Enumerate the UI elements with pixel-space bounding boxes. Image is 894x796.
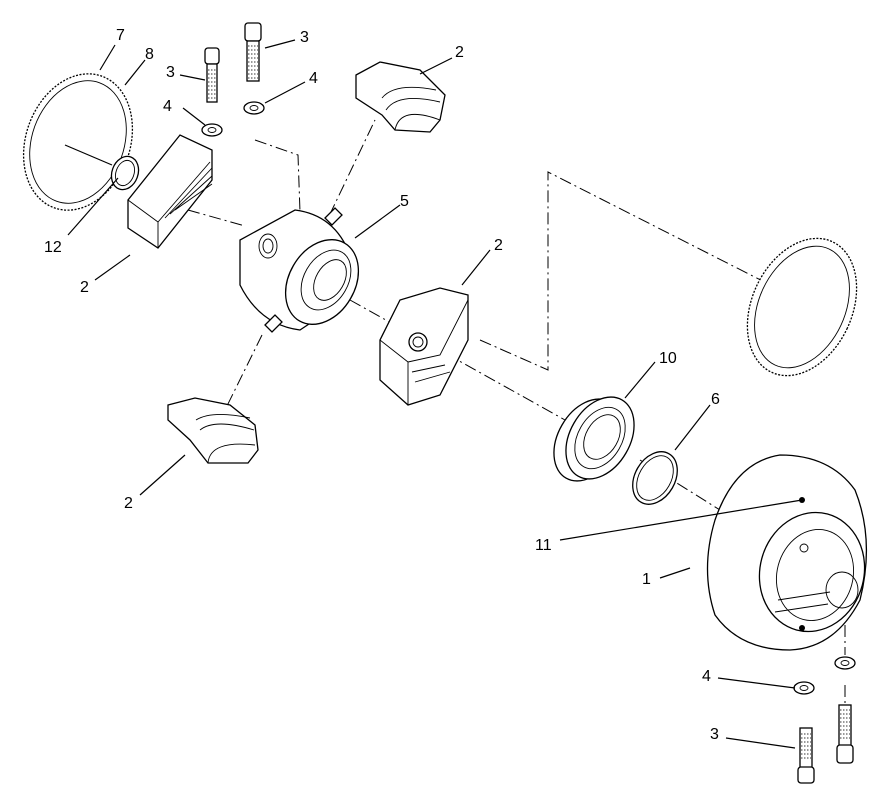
callout-1: 1 — [642, 571, 651, 588]
callout-7: 7 — [116, 27, 125, 44]
segment-block-top — [355, 61, 446, 133]
callout-12: 12 — [44, 239, 62, 256]
callout-2-middle: 2 — [494, 237, 503, 254]
callout-4-bottom: 4 — [702, 668, 711, 685]
cap-screw-top-left — [204, 47, 220, 103]
washer-bottom-right — [834, 656, 856, 670]
assembly-centerlines — [187, 119, 846, 708]
leader-lines — [67, 39, 803, 749]
bearing-10 — [553, 396, 635, 482]
segment-block-middle — [379, 287, 469, 406]
washer-top-left — [201, 123, 223, 137]
callout-3-top-right: 3 — [300, 29, 309, 46]
retaining-ring-12 — [110, 155, 140, 191]
callout-3-bottom: 3 — [710, 726, 719, 743]
callout-11: 11 — [535, 537, 552, 554]
callout-5: 5 — [400, 193, 409, 210]
callout-2-bottom: 2 — [124, 495, 133, 512]
callout-2-top: 2 — [455, 44, 464, 61]
callout-8: 8 — [145, 46, 154, 63]
seal-ring-right — [746, 237, 858, 377]
callout-4-top-right: 4 — [309, 70, 318, 87]
callout-10: 10 — [659, 350, 677, 367]
segment-block-left — [127, 134, 213, 249]
washer-bottom-left — [793, 681, 815, 695]
snap-ring-6 — [632, 451, 678, 505]
segment-block-bottom — [167, 397, 259, 464]
hub-body-5 — [239, 207, 360, 333]
callout-4-top-left: 4 — [163, 98, 172, 115]
cap-screw-top-right — [244, 22, 262, 82]
cap-screw-bottom-left — [797, 727, 815, 784]
callout-2-left: 2 — [80, 279, 89, 296]
callout-3-top-left: 3 — [166, 64, 175, 81]
cap-screw-bottom-right — [836, 704, 854, 764]
housing-1 — [706, 454, 868, 651]
callout-6: 6 — [711, 391, 720, 408]
washer-top-right — [243, 101, 265, 115]
